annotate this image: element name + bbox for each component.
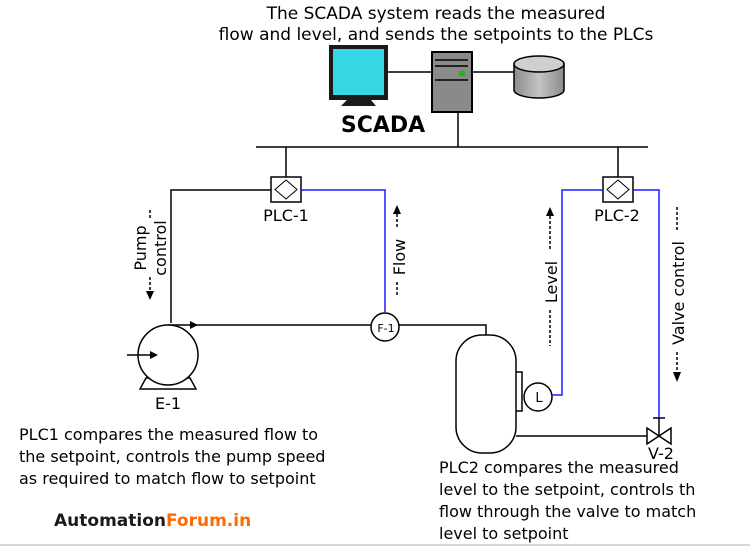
level-label: Level — [542, 261, 561, 303]
server-icon — [431, 51, 473, 113]
flow-instrument: F-1 — [370, 312, 400, 342]
valve-signal-line — [633, 189, 660, 418]
pump-control-annotation: Pump control — [131, 220, 170, 275]
pump-control-arrow-down — [146, 277, 154, 300]
plc2-description-line: PLC2 compares the measured — [439, 458, 679, 477]
plc1-description-line: the setpoint, controls the pump speed — [19, 447, 326, 466]
header-line-2: flow and level, and sends the setpoints … — [219, 25, 654, 45]
header-line-1: The SCADA system reads the measured — [266, 4, 606, 24]
flow-instrument-tag: F-1 — [377, 322, 394, 335]
level-signal-line — [552, 189, 603, 396]
process-pipe — [168, 324, 487, 335]
level-instrument: L — [516, 371, 553, 412]
level-arrow-up — [546, 207, 554, 250]
plc1-description-line: as required to match flow to setpoint — [19, 469, 316, 488]
flow-signal-line — [301, 189, 386, 312]
flow-arrow-up — [393, 205, 401, 228]
plc1-description: PLC1 compares the measured flow to the s… — [19, 424, 325, 490]
flow-label: Flow — [390, 239, 409, 276]
plc1-block — [270, 176, 302, 203]
valve-control-label: Valve control — [669, 241, 688, 345]
brand-name-part1: Automation — [54, 511, 166, 531]
bottom-divider — [0, 544, 750, 546]
pump-control-label-line1: Pump — [131, 225, 150, 270]
brand-name-part2: Forum.in — [166, 511, 252, 531]
pump-tag: E-1 — [155, 394, 181, 413]
plc2-label: PLC-2 — [594, 206, 640, 225]
plc2-block — [602, 176, 634, 203]
plc1-description-line: PLC1 compares the measured flow to — [19, 425, 319, 444]
database-icon — [513, 55, 565, 99]
pump-icon — [127, 324, 199, 390]
scada-label: SCADA — [341, 113, 425, 138]
plc2-description-line: level to setpoint — [439, 524, 569, 543]
pump-control-line — [170, 189, 271, 323]
level-instrument-tag: L — [535, 391, 543, 406]
brand-logo: AutomationForum.in — [54, 511, 251, 531]
tank-icon — [455, 334, 517, 454]
plc2-description-line: flow through the valve to match — [439, 502, 697, 521]
pump-control-label-line2: control — [151, 220, 170, 275]
valve-tag: V-2 — [648, 444, 674, 463]
valve-control-arrow-down — [673, 352, 681, 382]
monitor-icon — [329, 45, 388, 106]
flow-direction-arrow — [190, 321, 198, 329]
plc1-label: PLC-1 — [263, 206, 309, 225]
plc2-description: PLC2 compares the measured level to the … — [439, 457, 733, 545]
plc2-description-line: level to the setpoint, controls th — [439, 480, 696, 499]
valve-icon — [646, 417, 672, 446]
